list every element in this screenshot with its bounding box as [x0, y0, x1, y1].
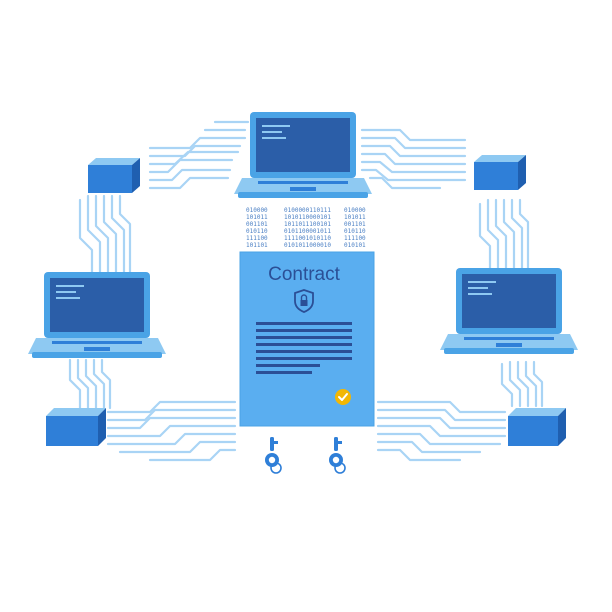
- binary-col2-line-5: 0101011000010: [284, 242, 331, 249]
- binary-col1-line-1: 101011: [246, 214, 268, 221]
- laptop-icon-right: [440, 268, 578, 354]
- binary-col3-line-0: 010000: [344, 207, 366, 214]
- binary-col2-line-3: 0101100001011: [284, 228, 331, 235]
- circuit-traces: [68, 120, 544, 462]
- binary-col3-line-3: 010110: [344, 228, 366, 235]
- binary-col2-line-0: 0100000110111: [284, 207, 331, 214]
- key-icon-right: [329, 437, 346, 474]
- checkmark-icon: [335, 389, 351, 405]
- binary-col1-line-0: 010000: [246, 207, 268, 214]
- binary-stream: 010000 101011 001101 010110 111100 10110…: [246, 207, 366, 249]
- binary-col1-line-4: 111100: [246, 235, 268, 242]
- block-icon-bottom-right: [508, 408, 566, 446]
- binary-col2-line-4: 1111001010110: [284, 235, 331, 242]
- laptop-icon-left: [28, 272, 166, 358]
- contract-text-lines: [256, 322, 352, 374]
- binary-col1-line-3: 010110: [246, 228, 268, 235]
- block-icon-top-left: [88, 158, 140, 193]
- block-icon-top-right: [474, 155, 526, 190]
- binary-col3-line-2: 001101: [344, 221, 366, 228]
- binary-col2-line-2: 1011011100101: [284, 221, 331, 228]
- binary-col2-line-1: 1010110000101: [284, 214, 331, 221]
- binary-col3-line-5: 010101: [344, 242, 366, 249]
- binary-col1-line-2: 001101: [246, 221, 268, 228]
- binary-col1-line-5: 101101: [246, 242, 268, 249]
- contract-title: Contract: [268, 264, 341, 285]
- binary-col3-line-1: 101011: [344, 214, 366, 221]
- contract-document: Contract: [239, 251, 375, 427]
- laptop-icon-top: [234, 112, 372, 198]
- block-icon-bottom-left: [46, 408, 106, 446]
- binary-col3-line-4: 111100: [344, 235, 366, 242]
- key-icon-left: [265, 437, 282, 474]
- shield-lock-icon: [294, 289, 314, 313]
